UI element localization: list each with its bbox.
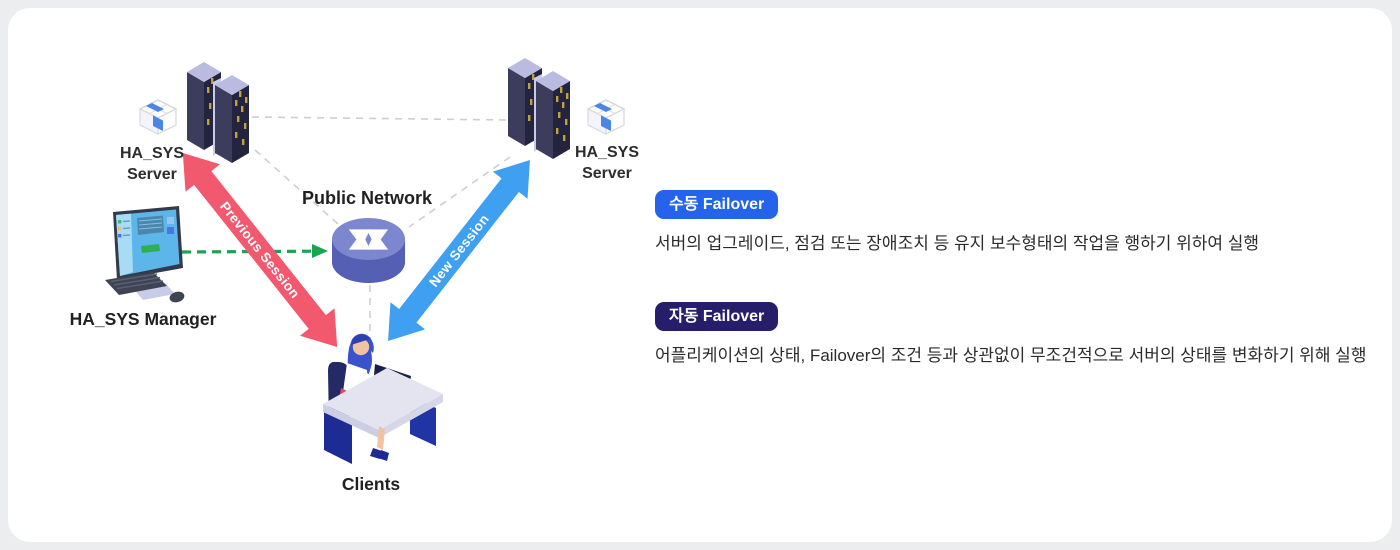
clients-label: Clients — [341, 474, 401, 494]
auto-failover-badge: 자동 Failover — [655, 302, 779, 331]
infographic-card: Previous Session New Session — [8, 8, 1392, 542]
failover-panel: 수동 Failover 서버의 업그레이드, 점검 또는 장애조치 등 유지 보… — [655, 190, 1379, 368]
auto-failover-section: 자동 Failover 어플리케이션의 상태, Failover의 조건 등과 … — [655, 302, 1379, 368]
manual-failover-badge: 수동 Failover — [655, 190, 779, 219]
left-server-module-icon — [139, 99, 177, 135]
clients-icon — [323, 333, 443, 464]
left-server-label: HA_SYS Server — [119, 145, 185, 183]
manual-failover-section: 수동 Failover 서버의 업그레이드, 점검 또는 장애조치 등 유지 보… — [655, 190, 1379, 256]
router-icon — [332, 218, 405, 283]
manual-failover-description: 서버의 업그레이드, 점검 또는 장애조치 등 유지 보수형태의 작업을 행하기… — [655, 234, 1260, 253]
failover-diagram: Previous Session New Session — [105, 8, 625, 464]
manager-label: HA_SYS Manager — [69, 309, 217, 329]
right-server-module-icon — [587, 99, 625, 135]
manager-link-arrow — [181, 244, 328, 258]
public-network-label: Public Network — [301, 188, 433, 208]
manager-workstation-icon — [105, 206, 185, 303]
auto-failover-description: 어플리케이션의 상태, Failover의 조건 등과 상관없이 무조건적으로 … — [655, 346, 1367, 365]
new-session-label: New Session — [426, 211, 492, 289]
right-server-label: HA_SYS Server — [574, 144, 640, 182]
